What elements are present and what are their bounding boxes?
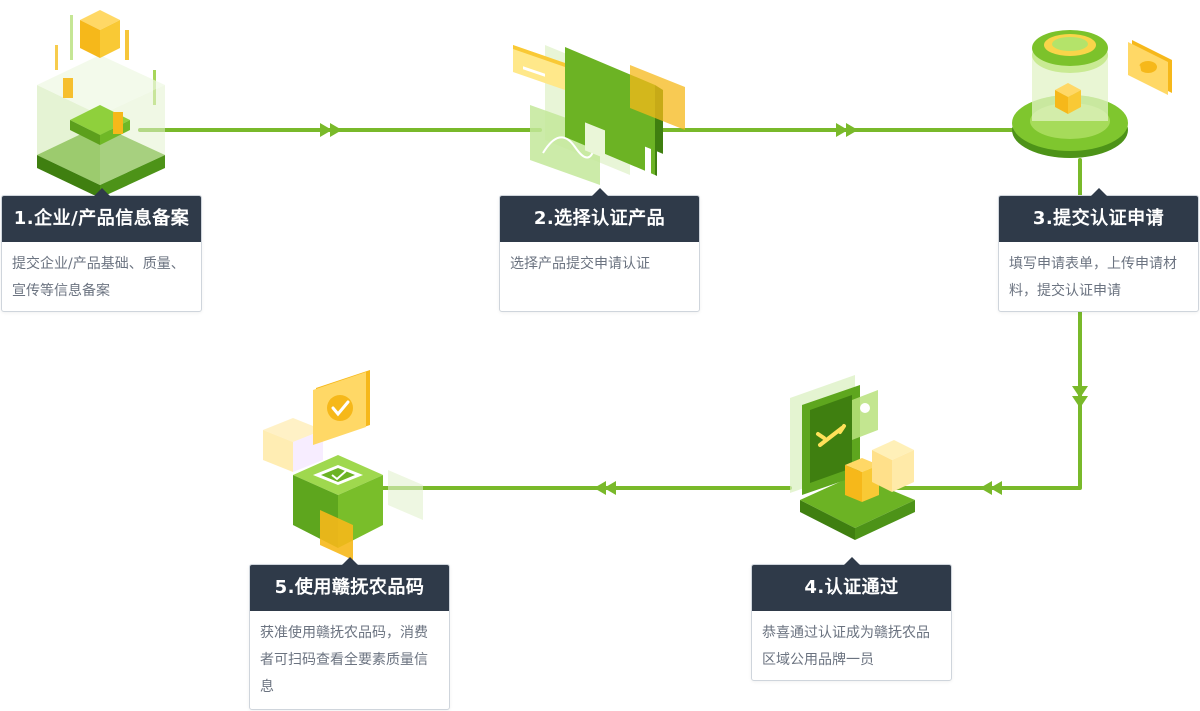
step-desc-5: 获准使用赣抚农品码，消费者可扫码查看全要素质量信息 — [260, 625, 428, 695]
step-desc-1: 提交企业/产品基础、质量、宣传等信息备案 — [12, 256, 185, 299]
double-arrow-down — [1072, 386, 1088, 408]
double-arrow-right-2 — [836, 123, 858, 137]
double-arrow-right-1 — [320, 123, 342, 137]
step-card-1: 1.企业/产品信息备案 提交企业/产品基础、质量、宣传等信息备案 — [1, 188, 202, 312]
step-title-3: 3.提交认证申请 — [999, 188, 1198, 242]
server-cube-illustration — [37, 10, 165, 195]
step-desc-2: 选择产品提交申请认证 — [510, 256, 650, 272]
cylinder-container-illustration — [1012, 30, 1172, 158]
step-title-2: 2.选择认证产品 — [500, 188, 699, 242]
step-desc-4: 恭喜通过认证成为赣抚农品区域公用品牌一员 — [762, 625, 930, 668]
step-card-2: 2.选择认证产品 选择产品提交申请认证 — [499, 188, 700, 312]
double-arrow-left-1 — [980, 481, 1002, 495]
step-title-5: 5.使用赣抚农品码 — [250, 557, 449, 611]
step-title-4: 4.认证通过 — [752, 557, 951, 611]
document-panels-illustration — [513, 45, 685, 189]
connector-step3-step4 — [878, 310, 1082, 490]
step-desc-3: 填写申请表单，上传申请材料，提交认证申请 — [1009, 256, 1177, 299]
step-card-5: 5.使用赣抚农品码 获准使用赣抚农品码，消费者可扫码查看全要素质量信息 — [249, 557, 450, 710]
certificate-board-illustration — [790, 375, 915, 540]
double-arrow-left-2 — [594, 481, 616, 495]
step-card-4: 4.认证通过 恭喜通过认证成为赣抚农品区域公用品牌一员 — [751, 557, 952, 681]
step-card-3: 3.提交认证申请 填写申请表单，上传申请材料，提交认证申请 — [998, 188, 1199, 312]
step-title-1: 1.企业/产品信息备案 — [2, 188, 201, 242]
check-cube-illustration — [263, 370, 423, 560]
